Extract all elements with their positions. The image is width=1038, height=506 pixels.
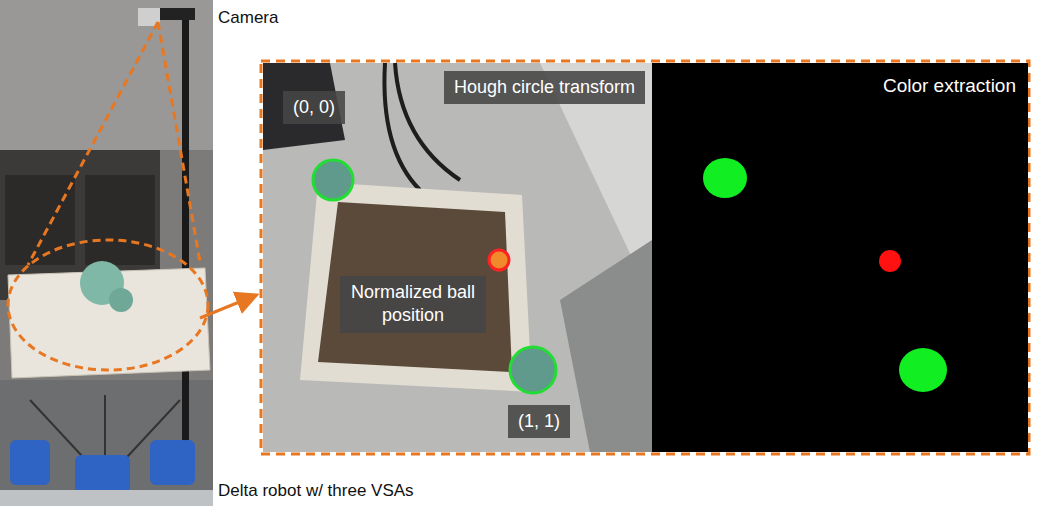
node-text: Hough circle transform [454, 76, 635, 99]
node-text: Normalized ball position [350, 281, 476, 328]
label-box: Normalized ball position [340, 276, 486, 333]
node-text: (0, 0) [293, 96, 335, 119]
label-box: (0, 0) [283, 91, 345, 124]
figure-label: Camera [218, 8, 278, 28]
node-text: Color extraction [883, 75, 1016, 97]
image-panel: Color extraction [652, 63, 1028, 452]
figure-label: Delta robot w/ three VSAs [218, 481, 414, 501]
node-text: (1, 1) [518, 410, 560, 433]
label-box: Hough circle transform [444, 71, 645, 104]
label-box: (1, 1) [508, 405, 570, 438]
